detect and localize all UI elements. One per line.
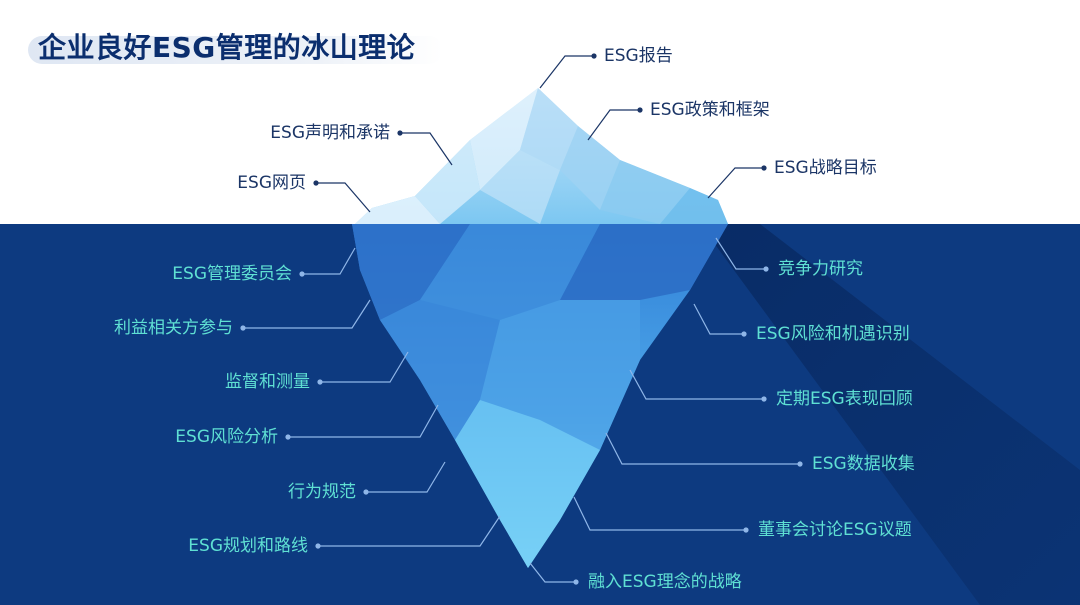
iceberg-shadow <box>700 224 1080 605</box>
label-esg-policy-framework: ESG政策和框架 <box>650 100 770 120</box>
label-monitoring-measurement: 监督和测量 <box>225 372 310 392</box>
label-stakeholder-engagement: 利益相关方参与 <box>114 318 233 338</box>
label-code-of-conduct: 行为规范 <box>288 482 356 502</box>
label-esg-planning-roadmap: ESG规划和路线 <box>188 536 308 556</box>
label-regular-esg-performance-review: 定期ESG表现回顾 <box>776 389 913 409</box>
label-competitiveness-research: 竞争力研究 <box>778 259 863 279</box>
title-highlight-bar <box>28 36 443 64</box>
title-block: 企业良好ESG管理的冰山理论 <box>28 22 448 68</box>
label-esg-webpage: ESG网页 <box>237 173 306 193</box>
page-title: 企业良好ESG管理的冰山理论 <box>38 31 416 64</box>
label-board-discussion-esg: 董事会讨论ESG议题 <box>758 520 912 540</box>
label-esg-strategic-goals: ESG战略目标 <box>774 158 877 178</box>
label-esg-data-collection: ESG数据收集 <box>812 454 915 474</box>
connectors-above <box>316 55 764 213</box>
label-esg-statement-commitment: ESG声明和承诺 <box>270 123 390 143</box>
label-esg-risk-opportunity-identification: ESG风险和机遇识别 <box>756 324 910 344</box>
connectors-below <box>243 237 800 583</box>
label-esg-integrated-strategy: 融入ESG理念的战略 <box>588 572 742 592</box>
label-esg-management-committee: ESG管理委员会 <box>172 264 292 284</box>
iceberg-tip <box>355 88 728 224</box>
label-esg-risk-analysis: ESG风险分析 <box>175 427 278 447</box>
label-esg-report: ESG报告 <box>604 46 673 66</box>
iceberg-body <box>352 224 728 568</box>
